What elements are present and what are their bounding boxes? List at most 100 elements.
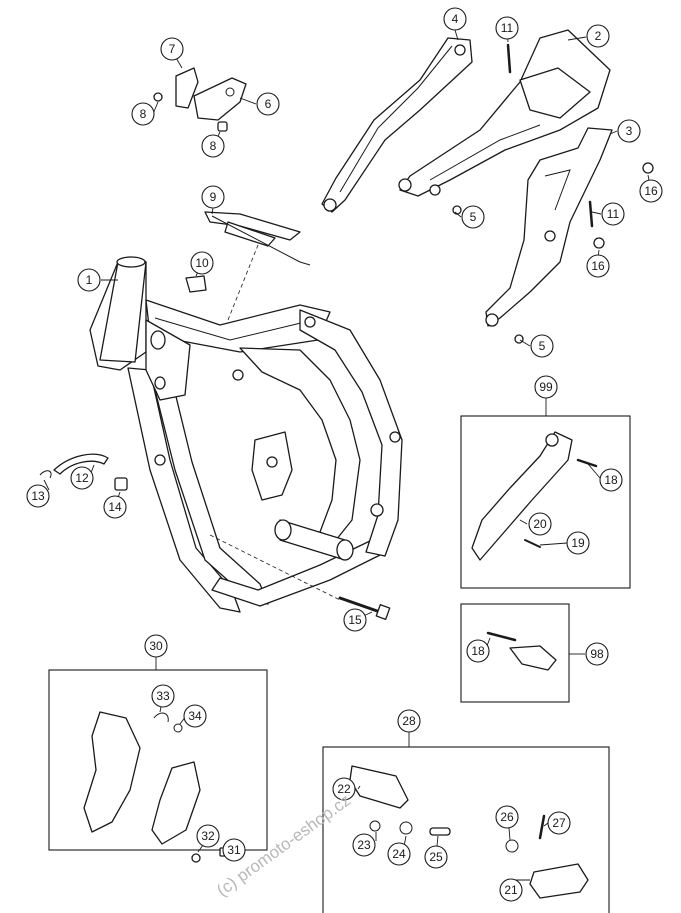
part-1-head-bearing-sleeve (99, 256, 147, 363)
callout-circle (495, 16, 519, 40)
callout-number: 11 (607, 207, 620, 221)
callout-circle (387, 842, 411, 866)
callout-number: 16 (591, 259, 605, 273)
callout-circle (256, 92, 280, 116)
callout-30: 30 (144, 634, 168, 658)
callout-22: 22 (332, 777, 356, 801)
callout-1: 1 (77, 268, 101, 292)
callout-33: 33 (151, 684, 175, 708)
callout-number: 19 (571, 536, 585, 550)
callout-circle (144, 634, 168, 658)
callout-number: 4 (452, 12, 459, 26)
part-19-bolt-stand (524, 539, 541, 548)
callout-circle (332, 777, 356, 801)
callout-18: 18 (466, 639, 490, 663)
callout-circle (160, 37, 184, 61)
part-27-pin (538, 814, 546, 840)
part-16-nut-lower (593, 237, 605, 249)
part-13-clamp (39, 470, 52, 479)
callout-16: 16 (586, 254, 610, 278)
callout-number: 12 (75, 471, 89, 485)
callout-4: 4 (443, 7, 467, 31)
callout-24: 24 (387, 842, 411, 866)
part-33-washer (153, 712, 169, 723)
callout-number: 14 (108, 500, 122, 514)
callout-14: 14 (103, 495, 127, 519)
callout-9: 9 (201, 185, 225, 209)
callout-number: 6 (265, 97, 272, 111)
callout-circle (70, 466, 94, 490)
callout-number: 8 (140, 107, 147, 121)
callout-number: 98 (590, 647, 604, 661)
part-24-spring (399, 821, 413, 835)
callout-circle (566, 531, 590, 555)
callout-number: 18 (471, 644, 485, 658)
callout-number: 16 (644, 184, 658, 198)
callout-circle (586, 254, 610, 278)
part-30-frame-guard-right (151, 761, 201, 845)
part-14-nut (114, 477, 128, 491)
callout-15: 15 (343, 608, 367, 632)
callout-circle (639, 179, 663, 203)
callout-7: 7 (160, 37, 184, 61)
callout-labels: 1234556788910111112131415161618181920212… (26, 7, 663, 902)
part-26-spring (505, 839, 519, 853)
callout-circle (222, 838, 246, 862)
part-18-bolt-stand (576, 458, 598, 468)
part-9-cable-guide (204, 211, 311, 266)
callout-circle (397, 709, 421, 733)
callout-19: 19 (566, 531, 590, 555)
part-6-bracket (193, 77, 247, 121)
callout-circle (601, 202, 625, 226)
callout-13: 13 (26, 484, 50, 508)
callout-27: 27 (547, 811, 571, 835)
callout-10: 10 (190, 251, 214, 275)
callout-number: 23 (357, 838, 371, 852)
callout-31: 31 (222, 838, 246, 862)
callout-circle (201, 134, 225, 158)
callout-circle (499, 878, 523, 902)
callout-18: 18 (599, 468, 623, 492)
callout-circle (617, 119, 641, 143)
part-15-pivot-bolt (338, 596, 391, 620)
callout-number: 22 (337, 782, 351, 796)
callout-number: 24 (392, 847, 406, 861)
callout-5: 5 (530, 334, 554, 358)
part-2-subframe (398, 29, 611, 197)
callout-number: 21 (504, 883, 518, 897)
part-5-bolt-lower (514, 334, 524, 344)
part-25-pin (429, 827, 451, 836)
callout-number: 8 (210, 139, 217, 153)
callout-circle (151, 684, 175, 708)
part-32-nut (191, 853, 201, 863)
callout-21: 21 (499, 878, 523, 902)
callout-6: 6 (256, 92, 280, 116)
callout-16: 16 (639, 179, 663, 203)
callout-circle (443, 7, 467, 31)
callout-25: 25 (424, 845, 448, 869)
callout-number: 3 (626, 124, 633, 138)
part-21-footpeg-right (529, 863, 589, 899)
callout-circle (424, 845, 448, 869)
callout-circle (201, 185, 225, 209)
callout-circle (77, 268, 101, 292)
callout-5: 5 (461, 205, 485, 229)
callout-8: 8 (201, 134, 225, 158)
part-5-bolt-upper (452, 205, 462, 215)
part-98-stand-pad (509, 645, 557, 671)
part-8-bolt-upper (153, 92, 163, 102)
callout-23: 23 (352, 833, 376, 857)
callout-number: 11 (501, 21, 514, 35)
callout-circle (528, 512, 552, 536)
callout-number: 15 (348, 613, 362, 627)
part-22-footpeg-left (349, 765, 409, 809)
main-frame (89, 234, 403, 613)
part-12-hose (53, 453, 109, 475)
callout-number: 18 (604, 473, 618, 487)
callout-2: 2 (586, 24, 610, 48)
box-frame-protectors (48, 669, 268, 851)
callout-number: 32 (201, 829, 215, 843)
callout-circle (190, 251, 214, 275)
callout-number: 99 (539, 380, 553, 394)
callout-99: 99 (534, 375, 558, 399)
